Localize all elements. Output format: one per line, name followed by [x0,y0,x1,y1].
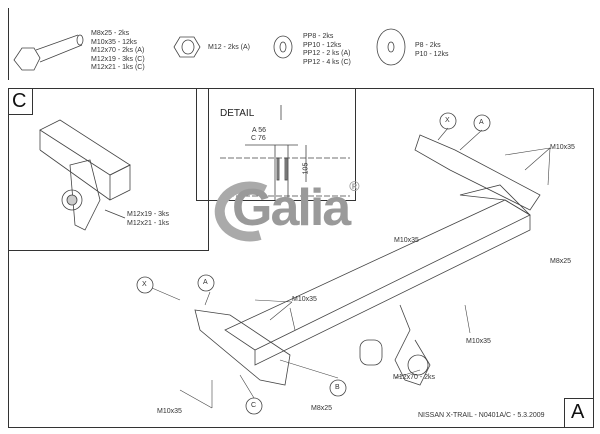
detail-dimension-lines [220,105,350,200]
main-frame [8,88,594,428]
flat-washer-list: P8 - 2ks P10 - 12ks [415,42,448,59]
dim-a: A 56 [252,127,267,134]
label-m12x70: M12x70 - 2ks [393,374,436,381]
galia-logo: Galia® [232,178,360,238]
callout-x-right: X [445,117,450,124]
spring-washer-icon [273,35,293,59]
registered-mark: ® [349,178,359,194]
drawing-title: NISSAN X-TRAIL - N0401A/C - 5.3.2009 [418,412,545,419]
callout-circles [136,112,491,415]
label-m10x35: M10x35 [292,296,317,303]
nut-item: M12 - 2ks (A) [208,44,251,51]
label-m10x35: M10x35 [157,408,182,415]
flat-washer-icon [376,28,406,66]
label-m10x35: M10x35 [550,144,575,151]
washer-item: PP12 - 4 ks (C) [303,58,351,66]
bolt-list: M8x25 - 2ks M10x35 - 12ks M12x70 - 2ks (… [91,30,145,73]
callout-c: C [251,402,257,409]
bolt-item: M12x19 - 3ks (C) [91,55,145,63]
washer-item: PP12 - 2 ks (A) [303,50,351,57]
nut-list: M12 - 2ks (A) [208,44,250,53]
view-c-letter: C [12,90,27,112]
dim-c: C 76 [251,135,266,142]
callout-b: B [335,384,340,391]
bolt-icon [13,34,84,71]
washer-item: PP10 - 12ks [303,41,342,49]
bolt-item: M10x35 - 12ks [91,38,137,46]
label-m10x35: M10x35 [466,338,491,345]
label-m10x35: M10x35 [394,237,419,244]
view-c-bracket [39,119,131,231]
view-c-frame [8,88,209,251]
view-c-bolt-list: M12x19 - 3ks M12x21 - 1ks [127,211,169,228]
label-m8x25: M8x25 [311,405,333,412]
washer-item: P10 - 12ks [415,50,449,58]
parts-list-frame [8,8,593,80]
bolt-item: M12x70 - 2ks (A) [91,47,145,54]
bolt-item: M12x21 - 1ks [127,219,170,227]
label-m8x25: M8x25 [550,258,572,265]
view-a-letter-box [564,398,593,427]
callout-a-left: A [203,279,208,286]
view-a-letter: A [571,401,585,423]
bolt-item: M8x25 - 2ks [91,30,130,37]
washer-item: PP8 - 2ks [303,33,334,40]
view-c-letter-box [8,88,33,115]
spring-washer-list: PP8 - 2ks PP10 - 12ks PP12 - 2 ks (A) PP… [303,33,351,67]
callout-a-right: A [479,119,484,126]
logo-text: Galia [232,179,351,237]
logo-mark [214,181,268,242]
bolt-item: M12x21 - 1ks (C) [91,64,145,71]
detail-title: DETAIL [220,108,255,119]
detail-frame [196,88,356,201]
fastener-leader-lines [151,127,551,409]
nut-icon [173,36,201,58]
tow-bar-crossbar [194,134,541,386]
callout-x-left: X [142,281,147,288]
washer-item: P8 - 2ks [415,42,441,49]
bolt-item: M12x19 - 3ks [127,211,170,218]
dim-height: 105 [302,162,310,175]
